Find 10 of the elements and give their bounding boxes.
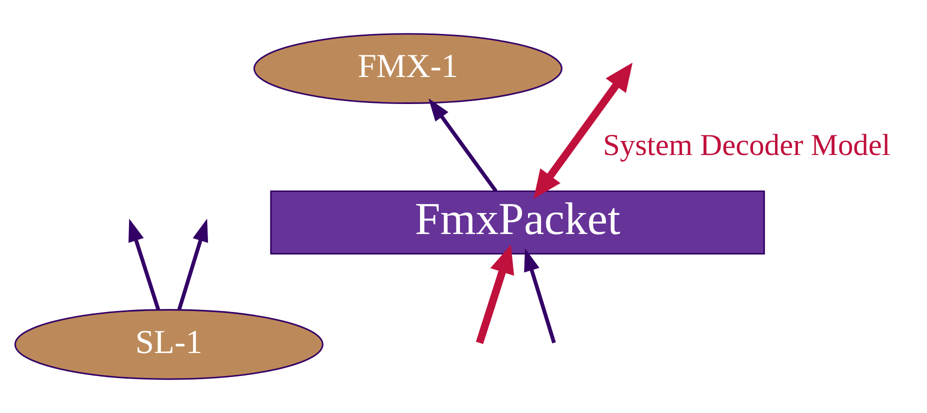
node-ellipse: FMX-1 [253,33,562,104]
arrow [177,218,208,310]
node-ellipse: SL-1 [14,309,324,380]
arrow [128,218,160,310]
edge-label: System Decoder Model [602,128,890,162]
node-box: FmxPacket [270,190,765,254]
arrow [428,98,498,192]
arrow [476,244,514,344]
arrow [534,62,633,199]
arrow [524,248,556,344]
